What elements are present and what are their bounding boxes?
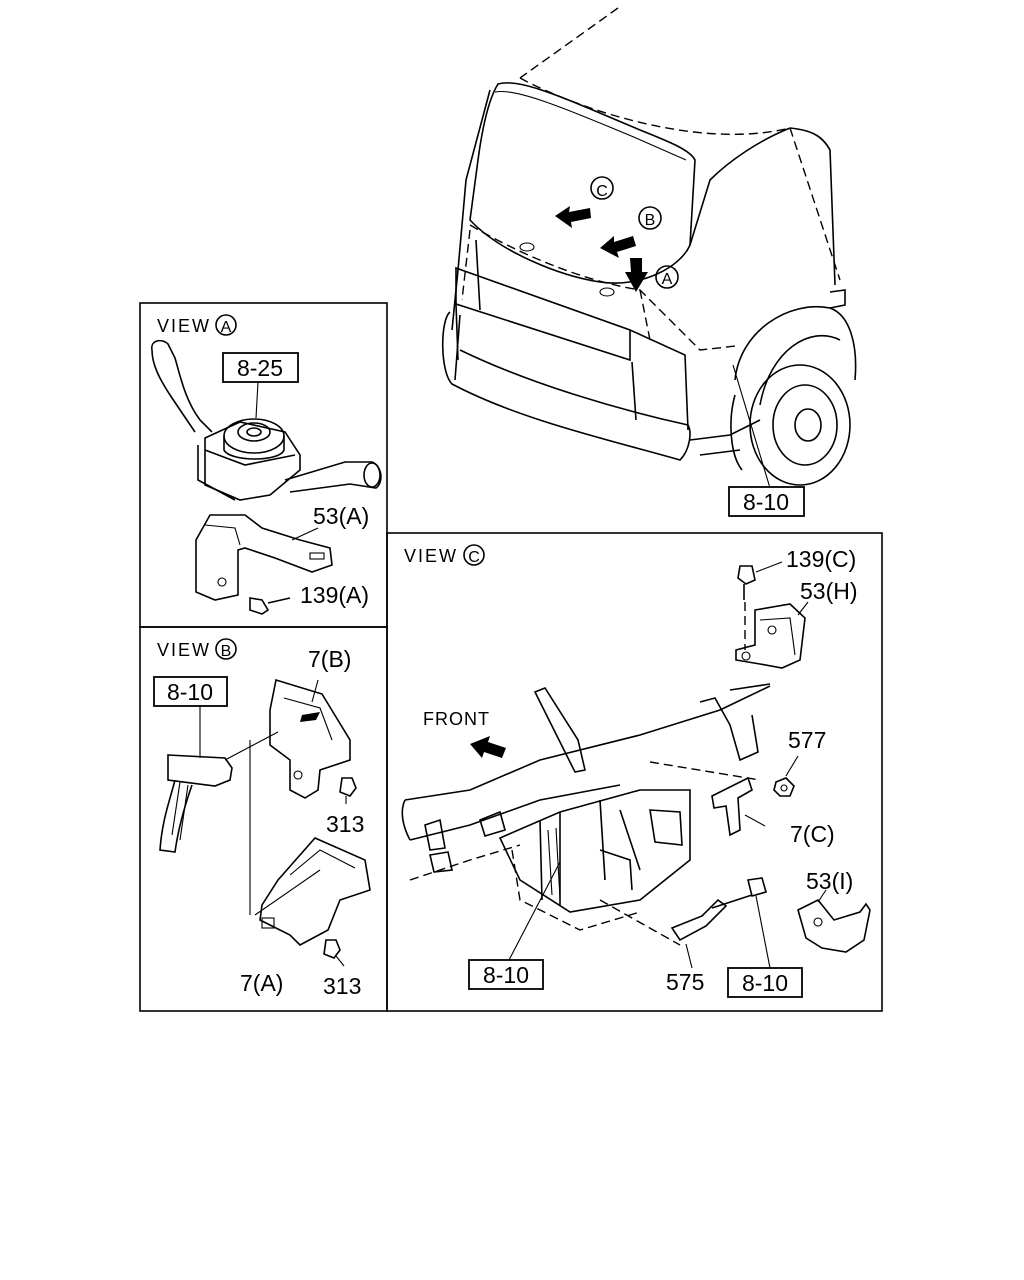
part-label-575: 575 bbox=[666, 969, 704, 995]
ref-box-view-c-left: 8-10 bbox=[468, 959, 544, 990]
view-c-panel bbox=[386, 532, 883, 1012]
view-b-title: VIEW B bbox=[157, 638, 237, 660]
svg-text:8-10: 8-10 bbox=[483, 962, 529, 988]
bolt-screw-illustration bbox=[711, 877, 771, 969]
bolt-313-lower-illustration bbox=[323, 939, 345, 967]
svg-text:8-10: 8-10 bbox=[167, 679, 213, 705]
svg-text:B: B bbox=[645, 212, 656, 229]
part-label-139a: 139(A) bbox=[300, 582, 369, 608]
svg-text:B: B bbox=[221, 643, 232, 660]
bracket-53h-illustration bbox=[735, 601, 809, 669]
bolt-313-upper-illustration bbox=[339, 777, 357, 804]
view-a-title: VIEW A bbox=[157, 314, 237, 336]
svg-text:A: A bbox=[662, 271, 673, 288]
ref-box-8-25: 8-25 bbox=[222, 352, 299, 383]
instrument-panel-frame-illustration bbox=[401, 683, 771, 946]
direction-arrow-b bbox=[600, 236, 636, 258]
part-label-53h: 53(H) bbox=[800, 578, 858, 604]
combination-switch-illustration bbox=[151, 339, 382, 501]
front-arrow-icon bbox=[470, 736, 506, 758]
part-label-7a: 7(A) bbox=[240, 970, 283, 996]
part-label-53i: 53(I) bbox=[806, 868, 853, 894]
part-label-577: 577 bbox=[788, 727, 826, 753]
svg-text:FRONT: FRONT bbox=[423, 709, 490, 729]
part-label-53a: 53(A) bbox=[313, 503, 369, 529]
svg-text:A: A bbox=[221, 319, 232, 336]
svg-text:8-10: 8-10 bbox=[742, 970, 788, 996]
part-label-139c: 139(C) bbox=[786, 546, 856, 572]
bracket-7c-illustration bbox=[711, 776, 766, 837]
view-c-title: VIEW C bbox=[404, 544, 485, 566]
svg-text:VIEW: VIEW bbox=[157, 640, 211, 660]
bracket-7b-illustration bbox=[269, 678, 351, 799]
ref-box-view-b: 8-10 bbox=[153, 676, 228, 707]
leader-line-ref-left bbox=[507, 861, 561, 963]
part-label-7c: 7(C) bbox=[790, 821, 835, 847]
bracket-575-illustration bbox=[670, 898, 728, 969]
svg-text:8-25: 8-25 bbox=[237, 355, 283, 381]
bracket-53a-illustration bbox=[195, 514, 333, 601]
svg-text:VIEW: VIEW bbox=[157, 316, 211, 336]
truck-cab-illustration bbox=[441, 7, 857, 489]
view-marker-b: B bbox=[600, 206, 662, 258]
front-indicator: FRONT bbox=[423, 709, 506, 758]
connector-harness-illustration bbox=[159, 705, 279, 853]
bracket-53i-illustration bbox=[797, 889, 871, 953]
svg-text:C: C bbox=[596, 183, 608, 200]
ref-box-view-c-right: 8-10 bbox=[727, 967, 803, 998]
view-marker-c: C bbox=[555, 176, 614, 228]
direction-arrow-c bbox=[555, 206, 591, 228]
direction-arrow-a bbox=[625, 258, 648, 292]
bracket-7a-illustration bbox=[249, 740, 371, 946]
ref-box-truck: 8-10 bbox=[728, 486, 805, 517]
part-label-7b: 7(B) bbox=[308, 646, 351, 672]
nut-577-illustration bbox=[773, 755, 799, 797]
svg-text:VIEW: VIEW bbox=[404, 546, 458, 566]
bolt-139a-illustration bbox=[249, 597, 291, 615]
svg-text:C: C bbox=[468, 549, 480, 566]
view-marker-a: A bbox=[625, 258, 679, 292]
view-a-panel bbox=[139, 302, 388, 628]
svg-text:8-10: 8-10 bbox=[743, 489, 789, 515]
part-label-313-upper: 313 bbox=[326, 811, 364, 837]
bolt-139c-illustration bbox=[737, 561, 783, 650]
part-label-313-lower: 313 bbox=[323, 973, 361, 999]
